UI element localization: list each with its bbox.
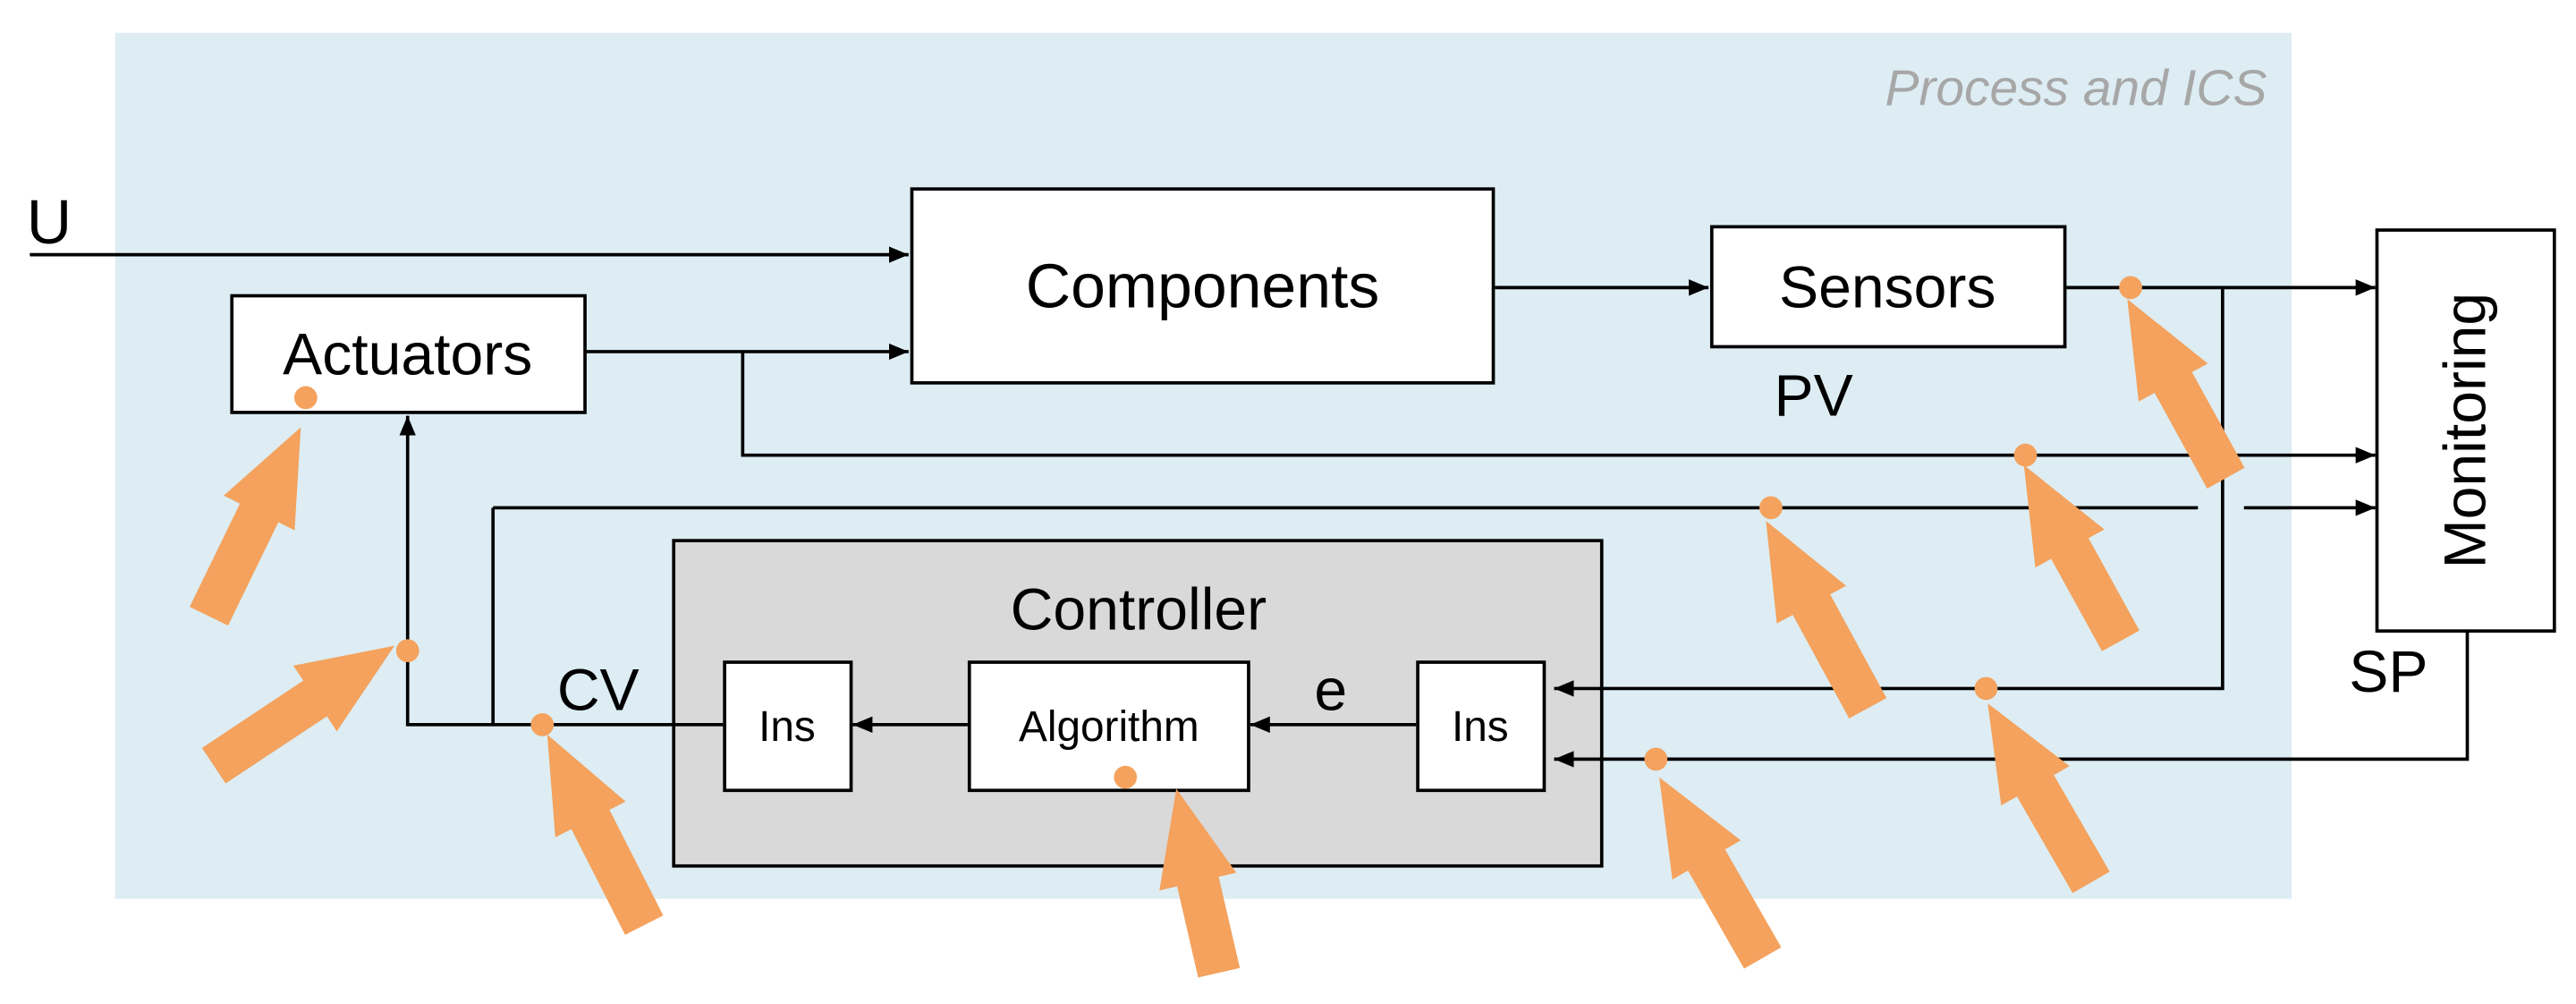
sensors-label: Sensors bbox=[1779, 254, 1996, 320]
attack-point-dot bbox=[395, 639, 419, 663]
monitoring-label: Monitoring bbox=[2433, 293, 2499, 569]
ins-left-label: Ins bbox=[758, 703, 816, 751]
signal-lines bbox=[30, 246, 2470, 768]
attack-point-dot bbox=[1974, 676, 1998, 701]
components-block: Components bbox=[910, 187, 1496, 385]
attack-point-dot bbox=[294, 386, 318, 410]
attack-arrow-icon bbox=[1159, 788, 1241, 978]
monitoring-block: Monitoring bbox=[2375, 228, 2556, 633]
attack-arrow-icon bbox=[2127, 299, 2245, 489]
attack-arrow-icon bbox=[547, 734, 664, 935]
attack-point-dot bbox=[2119, 276, 2142, 300]
actuators-block: Actuators bbox=[230, 294, 587, 414]
cv-label: CV bbox=[557, 657, 640, 723]
attack-arrow-icon bbox=[1987, 702, 2110, 894]
algorithm-label: Algorithm bbox=[1019, 703, 1199, 751]
sensors-block: Sensors bbox=[1709, 225, 2067, 349]
attack-point-dot bbox=[2013, 443, 2038, 467]
attack-arrow-icon bbox=[201, 645, 395, 784]
controller-label: Controller bbox=[1011, 576, 1267, 642]
pv-label: PV bbox=[1775, 363, 1853, 430]
sp-label: SP bbox=[2349, 639, 2428, 705]
components-label: Components bbox=[1026, 251, 1380, 320]
ins-left-block: Ins bbox=[723, 660, 853, 793]
actuators-label: Actuators bbox=[283, 322, 532, 388]
attack-point-dot bbox=[1644, 747, 1668, 771]
attack-arrow-icon bbox=[190, 427, 301, 626]
cv-to-actuators-line bbox=[399, 415, 724, 727]
attack-arrow-icon bbox=[1659, 777, 1782, 969]
attack-point-dot bbox=[1114, 765, 1138, 789]
attack-point-dot bbox=[1759, 496, 1783, 520]
sp-line bbox=[1554, 632, 2470, 768]
attack-arrow-icon bbox=[2023, 464, 2140, 651]
pv-feedback-line bbox=[1554, 287, 2224, 697]
attack-points bbox=[294, 276, 2142, 789]
algorithm-block: Algorithm bbox=[967, 660, 1250, 793]
actuator-signal-to-monitoring-line bbox=[741, 351, 2376, 464]
attack-arrow-icon bbox=[1766, 521, 1887, 719]
attack-point-dot bbox=[530, 712, 555, 736]
ins-right-label: Ins bbox=[1452, 703, 1509, 751]
u-label: U bbox=[27, 187, 72, 257]
region-label: Process and ICS bbox=[1885, 60, 2267, 117]
e-label: e bbox=[1314, 657, 1347, 723]
ins-right-block: Ins bbox=[1416, 660, 1546, 793]
attack-arrows bbox=[190, 299, 2245, 978]
